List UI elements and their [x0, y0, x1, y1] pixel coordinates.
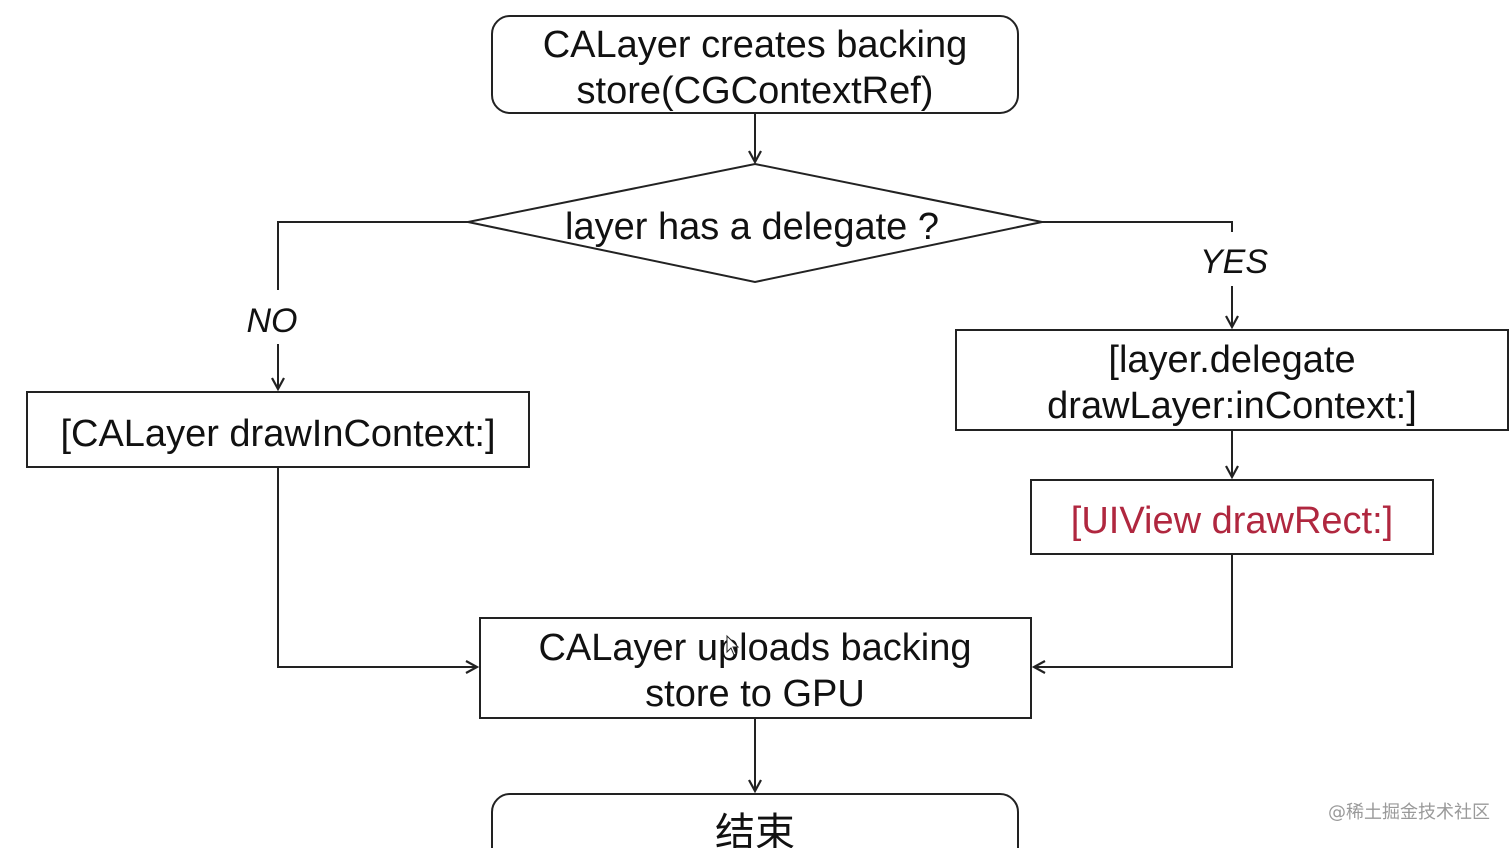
upload-node: CALayer uploads backing store to GPU — [479, 617, 1032, 719]
view-draw-text: [UIView drawRect:] — [1071, 500, 1393, 542]
decision-text: layer has a delegate ? — [565, 206, 939, 248]
arrow-yes-branch — [1042, 221, 1233, 232]
watermark: @稀土掘金技术社区 — [1328, 802, 1490, 823]
end-node-text: 结束 — [715, 810, 795, 848]
decision-node: layer has a delegate ? — [467, 162, 1043, 284]
no-label: NO — [247, 302, 298, 340]
yes-label: YES — [1200, 243, 1268, 281]
yes-action-line2: drawLayer:inContext:] — [1047, 385, 1417, 427]
end-node: 结束 — [491, 793, 1019, 848]
upload-line1: CALayer uploads backing — [538, 627, 971, 669]
upload-line2: store to GPU — [645, 673, 865, 715]
mouse-cursor-icon — [726, 634, 740, 656]
yes-action-line1: [layer.delegate — [1108, 339, 1355, 381]
no-action-text: [CALayer drawInContext:] — [60, 413, 495, 455]
no-action-node: [CALayer drawInContext:] — [26, 391, 530, 468]
start-node-line1: CALayer creates backing — [543, 24, 968, 66]
arrow-drawincontext-to-upload — [277, 467, 477, 667]
yes-action-node: [layer.delegate drawLayer:inContext:] — [955, 329, 1509, 431]
start-node-line2: store(CGContextRef) — [577, 70, 934, 112]
arrow-drawrect-to-upload — [1034, 554, 1233, 667]
start-node: CALayer creates backing store(CGContextR… — [491, 15, 1019, 114]
arrow-no-branch — [277, 221, 468, 290]
view-draw-node: [UIView drawRect:] — [1030, 479, 1434, 555]
